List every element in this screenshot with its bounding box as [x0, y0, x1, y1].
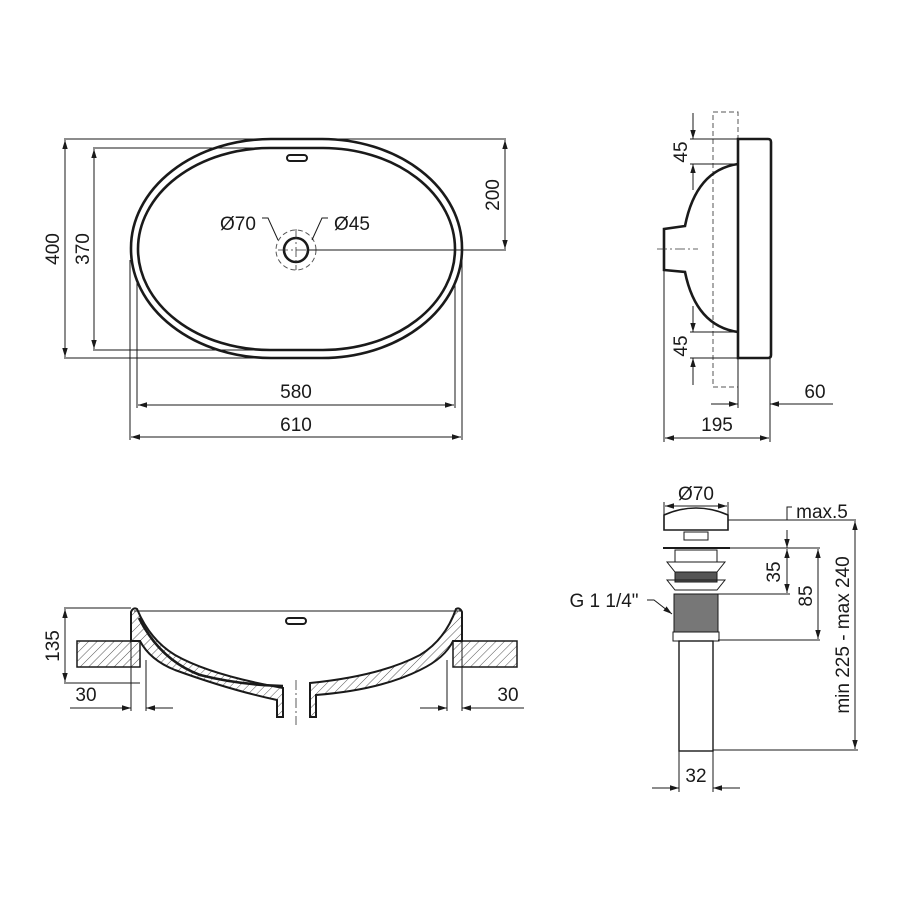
dim-total-length: min 225 - max 240 [833, 556, 854, 713]
dim-top-rim: 45 [671, 141, 692, 162]
dim-inner-width: 370 [73, 233, 94, 265]
dim-drain-offset: 200 [483, 179, 504, 211]
top-view: 400 370 200 Ø70 Ø45 580 610 [43, 137, 508, 440]
countertop-right [452, 640, 518, 668]
overflow-slot-section [285, 617, 307, 625]
dim-drain-inner: Ø45 [334, 214, 370, 235]
drain-pipe [678, 640, 714, 752]
dim-rim-depth: 60 [804, 382, 825, 403]
dim-inner-length: 580 [280, 382, 312, 403]
dim-bottom-rim: 45 [671, 335, 692, 356]
dim-drain-outer: Ø70 [220, 214, 256, 235]
overflow-slot [286, 154, 308, 162]
countertop-left [76, 640, 141, 668]
thread-label: G 1 1/4" [569, 591, 638, 612]
dim-right-overlap: 30 [497, 685, 518, 706]
basin-outer-outline [129, 137, 464, 360]
side-view: 45 45 60 195 [657, 111, 833, 442]
drain-cap [663, 507, 729, 531]
dim-section-height: 135 [43, 630, 64, 662]
dim-total-depth: 195 [701, 415, 733, 436]
dim-overall-length: 610 [280, 415, 312, 436]
countertop-outline [712, 111, 739, 388]
drain-valve: Ø70 max.5 35 85 min 225 - max 240 G 1 1/… [569, 484, 858, 792]
dim-max-lift: max.5 [796, 502, 848, 523]
basin-section-right [309, 607, 463, 718]
basin-inner-outline [136, 146, 457, 352]
dim-overall-width: 400 [43, 233, 64, 265]
dim-pipe: 32 [685, 766, 706, 787]
basin-rim [736, 137, 773, 360]
drain-thread [673, 593, 719, 633]
basin-section-left [130, 607, 284, 718]
dim-flange: 35 [764, 561, 785, 582]
dim-left-overlap: 30 [75, 685, 96, 706]
dim-cap: Ø70 [678, 484, 714, 505]
dim-thread-length: 85 [796, 585, 817, 606]
basin-bowl [662, 162, 739, 334]
section-view: 135 30 30 [43, 607, 524, 725]
